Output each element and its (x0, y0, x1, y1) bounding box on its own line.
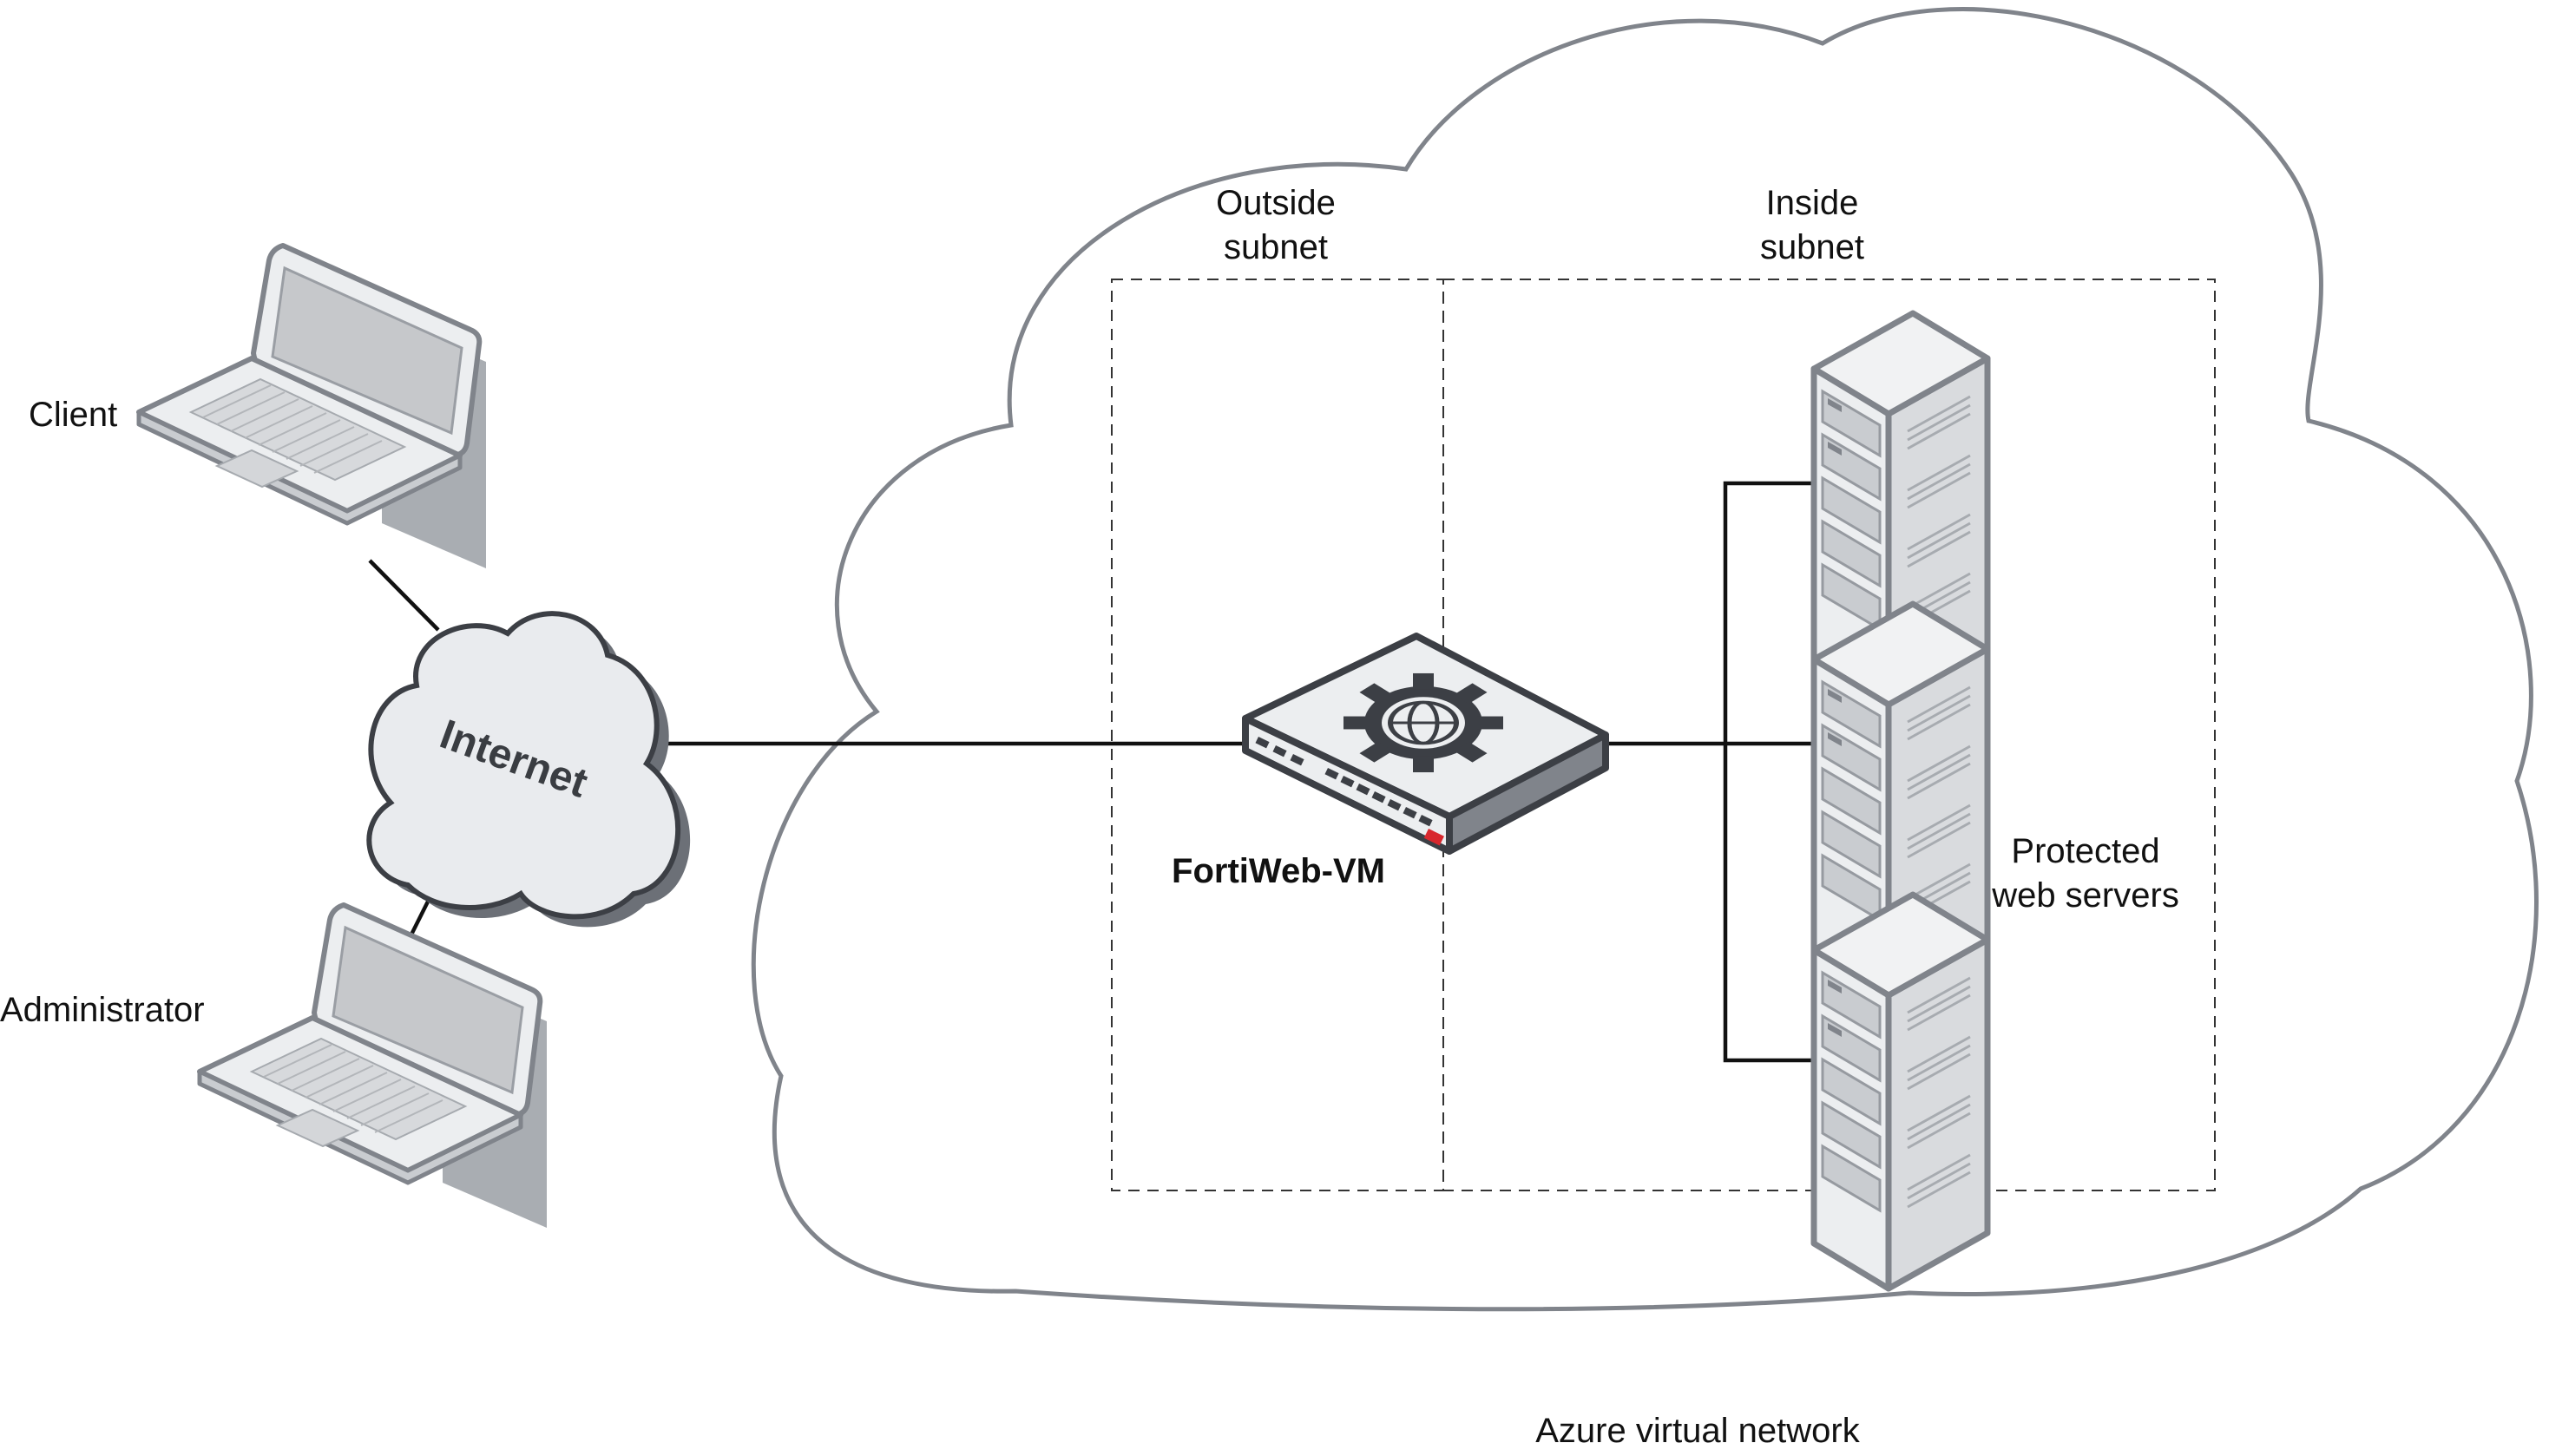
azure-network-label: Azure virtual network (1535, 1412, 1860, 1450)
outside-subnet-label-line2: subnet (1224, 228, 1328, 266)
laptop-icon (139, 184, 486, 568)
inside-subnet-label-line2: subnet (1760, 228, 1864, 266)
outside-subnet-label-line1: Outside (1216, 184, 1336, 222)
server-tower-icon (1814, 895, 1987, 1289)
fortiweb-label: FortiWeb-VM (1172, 852, 1385, 890)
protected-servers-label-line1: Protected (2011, 832, 2159, 870)
client-label: Client (29, 396, 117, 434)
link-client-internet (368, 559, 440, 632)
azure-network-cloud (751, 7, 2539, 1312)
firewall-appliance-icon (1242, 633, 1609, 855)
protected-servers-label-line2: web servers (1991, 876, 2179, 915)
link-server-bus (1723, 481, 1816, 1063)
administrator-label: Administrator (0, 991, 205, 1029)
inside-subnet-label-line1: Inside (1766, 184, 1859, 222)
cloud-icon: Internet (366, 611, 691, 928)
